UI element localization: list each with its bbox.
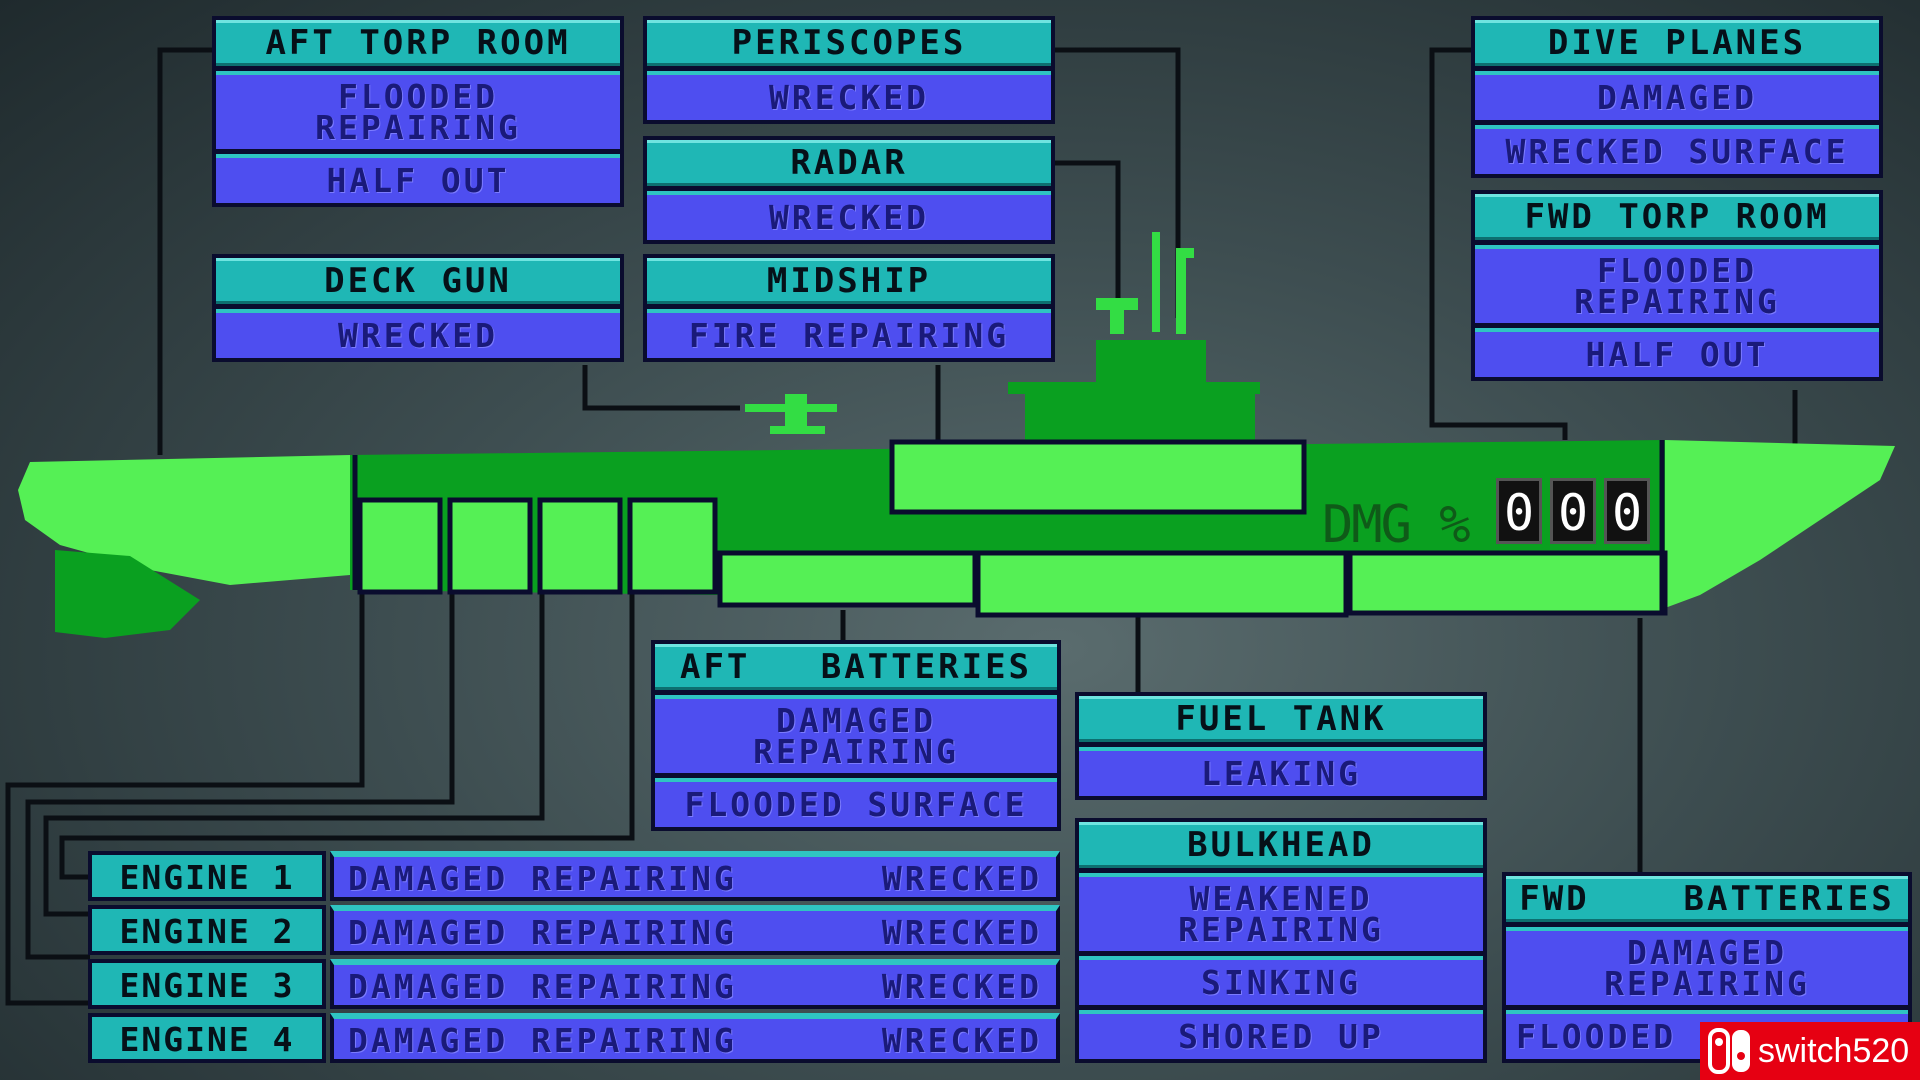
panel-title: MIDSHIP [647,258,1051,304]
periscope-masts [1096,232,1194,334]
engine-label: ENGINE 3 [88,959,326,1009]
fwd-torp-room-panel: FWD TORP ROOM FLOODED REPAIRING HALF OUT [1471,190,1883,381]
engine-status-text: DAMAGED REPAIRING [348,859,737,898]
status-row: HALF OUT [216,154,620,203]
dive-planes-panel: DIVE PLANES DAMAGED WRECKED SURFACE [1471,16,1883,178]
panel-title: FWD BATTERIES [1506,876,1908,922]
engine-label: ENGINE 4 [88,1013,326,1063]
bulkhead-panel: BULKHEAD WEAKENED REPAIRING SINKING SHOR… [1075,818,1487,1063]
status-row: FIRE REPAIRING [647,309,1051,358]
engine-status: DAMAGED REPAIRING WRECKED [330,959,1060,1009]
status-row: SHORED UP [1079,1010,1483,1059]
status-row: DAMAGED REPAIRING [655,695,1057,773]
damage-digit: 0 [1604,478,1650,544]
watermark-text: switch520 [1758,1031,1910,1070]
damage-digit: 0 [1496,478,1542,544]
status-row: FLOODED REPAIRING [1475,245,1879,323]
status-row: DAMAGED REPAIRING [1506,927,1908,1005]
hull [18,439,1895,638]
panel-title: DECK GUN [216,258,620,304]
status-row: DAMAGED [1475,71,1879,120]
fuel-tank-panel: FUEL TANK LEAKING [1075,692,1487,800]
deck-gun-panel: DECK GUN WRECKED [212,254,624,362]
status-row: WEAKENED REPAIRING [1079,873,1483,951]
panel-title: FUEL TANK [1079,696,1483,742]
panel-title: FWD TORP ROOM [1475,194,1879,240]
engine-status-text: DAMAGED REPAIRING [348,913,737,952]
status-row: WRECKED [216,309,620,358]
engine-condition: WRECKED [881,967,1042,1006]
engine-status-text: DAMAGED REPAIRING [348,967,737,1006]
conning-tower [1008,340,1260,442]
engine-status: DAMAGED REPAIRING WRECKED [330,1013,1060,1063]
engine-status-text: DAMAGED REPAIRING [348,1021,737,1060]
engine-label: ENGINE 1 [88,851,326,901]
engine-condition: WRECKED [881,859,1042,898]
panel-title: RADAR [647,140,1051,186]
aft-torp-room-panel: AFT TORP ROOM FLOODED REPAIRING HALF OUT [212,16,624,207]
status-row: WRECKED [647,71,1051,120]
aft-batteries-panel: AFT BATTERIES DAMAGED REPAIRING FLOODED … [651,640,1061,831]
engine-condition: WRECKED [881,1021,1042,1060]
status-row: FLOODED SURFACE [655,778,1057,827]
panel-title: BULKHEAD [1079,822,1483,868]
watermark-logo: switch520 [1700,1022,1920,1080]
status-row: WRECKED SURFACE [1475,125,1879,174]
periscopes-panel: PERISCOPES WRECKED [643,16,1055,124]
radar-panel: RADAR WRECKED [643,136,1055,244]
status-row: LEAKING [1079,747,1483,796]
panel-title: DIVE PLANES [1475,20,1879,66]
panel-title: PERISCOPES [647,20,1051,66]
damage-percent-label: DMG % [1322,495,1471,555]
engine-condition: WRECKED [881,913,1042,952]
deck-gun-sprite [745,394,837,434]
status-row: FLOODED REPAIRING [216,71,620,149]
switch-logo-icon [1708,1028,1750,1074]
midship-panel: MIDSHIP FIRE REPAIRING [643,254,1055,362]
status-row: SINKING [1079,956,1483,1005]
damage-digit: 0 [1550,478,1596,544]
status-row: HALF OUT [1475,328,1879,377]
status-row: WRECKED [647,191,1051,240]
engine-status: DAMAGED REPAIRING WRECKED [330,905,1060,955]
engine-status: DAMAGED REPAIRING WRECKED [330,851,1060,901]
panel-title: AFT BATTERIES [655,644,1057,690]
engine-label: ENGINE 2 [88,905,326,955]
panel-title: AFT TORP ROOM [216,20,620,66]
